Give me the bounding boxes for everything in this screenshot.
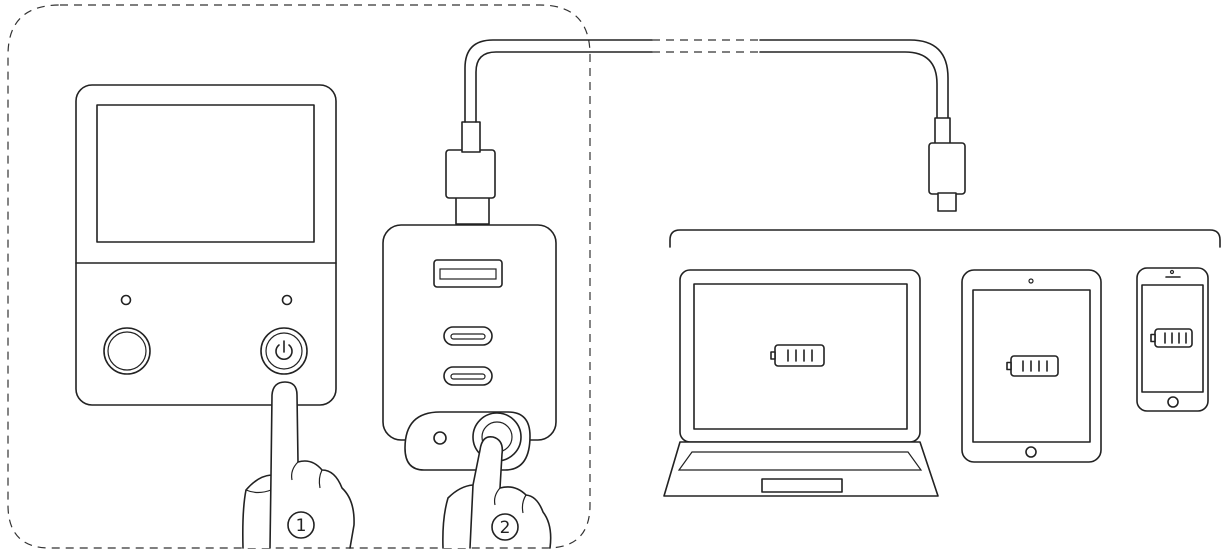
main-unit	[75, 84, 337, 406]
battery-icon	[770, 344, 825, 367]
tablet-screen	[972, 289, 1091, 443]
main-unit-screen	[96, 104, 315, 243]
step-number-1: 1	[296, 516, 307, 536]
laptop-trackpad	[761, 478, 843, 493]
cable-connector-body	[928, 142, 966, 195]
step-number-2: 2	[500, 518, 511, 538]
cable-connector-strain	[934, 117, 951, 145]
tablet-home-button[interactable]	[1025, 446, 1037, 458]
step-badge-2: 2	[491, 513, 519, 541]
pressing-hand-2: 2	[442, 435, 552, 549]
plug-strain-relief	[461, 121, 481, 153]
indicator-led-left	[120, 294, 132, 306]
phone	[1136, 267, 1209, 412]
phone-home-button[interactable]	[1167, 396, 1179, 408]
plug-body	[445, 149, 496, 199]
tablet-camera	[1028, 278, 1034, 284]
left-round-button[interactable]	[103, 327, 151, 375]
battery-icon	[1006, 355, 1059, 377]
pressing-hand-1: 1	[242, 381, 355, 549]
step-badge-1: 1	[287, 511, 315, 539]
cable-connector-tip	[937, 192, 957, 212]
battery-icon	[1150, 328, 1193, 348]
usb-c-port-2[interactable]	[443, 366, 493, 386]
usb-a-port[interactable]	[433, 259, 503, 288]
usb-c-port-1[interactable]	[443, 326, 493, 346]
laptop-keyboard	[677, 451, 923, 471]
charging-cable	[464, 39, 966, 212]
indicator-led-right	[281, 294, 293, 306]
devices-bracket	[669, 229, 1221, 248]
power-bank	[382, 121, 557, 471]
plug-metal-tip	[455, 193, 490, 225]
main-power-button[interactable]	[260, 327, 308, 375]
grouping-dashed-box	[7, 4, 591, 549]
power-bank-led	[433, 431, 447, 445]
phone-camera	[1169, 269, 1175, 275]
laptop	[663, 269, 939, 497]
tablet	[961, 269, 1102, 463]
power-icon	[275, 340, 293, 360]
